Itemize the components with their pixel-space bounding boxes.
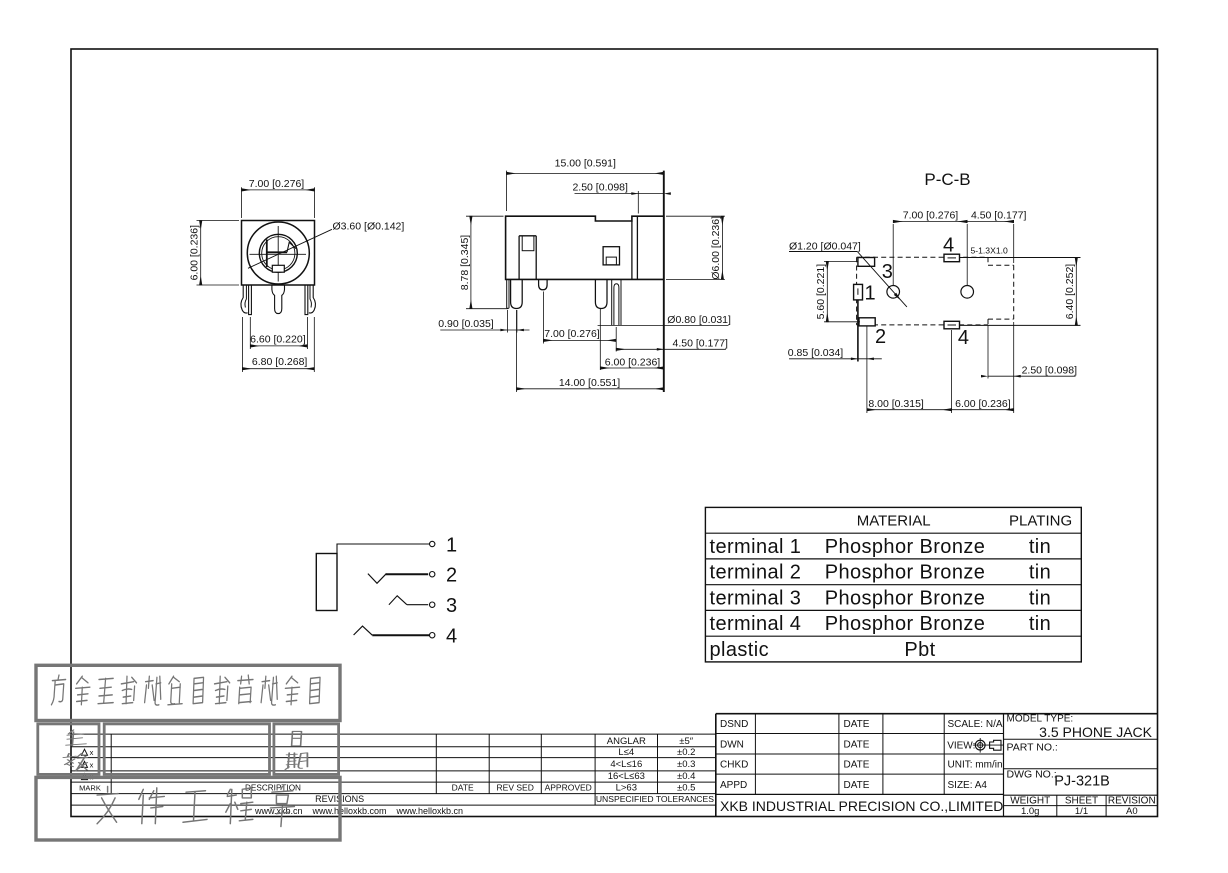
svg-text:8.78 [0.345]: 8.78 [0.345] [459,235,471,291]
svg-text:APPD: APPD [720,780,747,791]
svg-text:5.60 [0.221]: 5.60 [0.221] [815,264,827,320]
svg-text:4.50 [0.177]: 4.50 [0.177] [673,337,729,349]
svg-text:ANGLAR: ANGLAR [607,736,646,747]
svg-text:0.85 [0.034]: 0.85 [0.034] [788,347,844,359]
svg-text:terminal 1: terminal 1 [710,536,802,558]
svg-text:1: 1 [446,534,457,556]
svg-text:2: 2 [446,565,457,587]
svg-text:A0: A0 [1126,806,1138,817]
svg-text:CHKD: CHKD [720,760,748,771]
svg-text:4: 4 [446,625,457,647]
svg-text:1: 1 [864,283,875,305]
svg-text:±0.2: ±0.2 [677,747,695,758]
svg-text:2.50 [0.098]: 2.50 [0.098] [1022,364,1078,376]
svg-text:6.00 [0.236]: 6.00 [0.236] [605,357,661,369]
svg-text:Ø6.00 [0.236]: Ø6.00 [0.236] [710,216,722,280]
svg-text:3: 3 [882,261,893,283]
svg-text:1.0g: 1.0g [1021,806,1040,817]
svg-text:4<L≤16: 4<L≤16 [610,759,642,770]
svg-text:8.00 [0.315]: 8.00 [0.315] [868,398,924,410]
svg-text:terminal 2: terminal 2 [710,562,802,584]
svg-text:±0.4: ±0.4 [677,771,695,782]
svg-text:7.00 [0.276]: 7.00 [0.276] [903,210,959,222]
svg-text:XKB INDUSTRIAL PRECISION CO.,L: XKB INDUSTRIAL PRECISION CO.,LIMITED [720,798,1003,814]
svg-text:16<L≤63: 16<L≤63 [608,771,645,782]
svg-text:4: 4 [943,234,954,256]
svg-text:0.90 [0.035]: 0.90 [0.035] [438,318,494,330]
svg-text:±0.5: ±0.5 [677,783,695,794]
svg-text:4: 4 [958,327,969,349]
svg-text:MODEL TYPE:: MODEL TYPE: [1007,714,1074,725]
svg-text:WEIGHT: WEIGHT [1010,796,1050,807]
svg-text:Pbt: Pbt [904,639,935,661]
svg-text:7.00 [0.276]: 7.00 [0.276] [249,178,305,190]
svg-text:Phosphor Bronze: Phosphor Bronze [825,562,986,584]
svg-text:www.xkb.cn www.helloxkb.com: www.xkb.cn www.helloxkb.com www.helloxkb… [254,806,463,816]
svg-text:plastic: plastic [710,639,770,661]
svg-text:14.00 [0.551]: 14.00 [0.551] [559,377,620,389]
svg-text:DATE: DATE [452,783,474,793]
svg-text:DATE: DATE [844,719,870,730]
svg-text:P-C-B: P-C-B [924,170,970,189]
svg-text:2: 2 [875,326,886,348]
svg-text:VIEW:: VIEW: [947,741,975,752]
svg-text:15.00 [0.591]: 15.00 [0.591] [555,158,616,170]
svg-text:Phosphor Bronze: Phosphor Bronze [825,536,986,558]
svg-text:PJ-321B: PJ-321B [1054,774,1110,790]
svg-text:L≤4: L≤4 [618,747,634,758]
svg-text:6.00 [0.236]: 6.00 [0.236] [955,398,1011,410]
svg-text:APPROVED: APPROVED [545,783,592,793]
svg-text:5-1.3X1.0: 5-1.3X1.0 [971,245,1008,255]
svg-text:REVISION: REVISION [1108,796,1156,807]
svg-text:tin: tin [1029,587,1051,609]
svg-text:MATERIAL: MATERIAL [857,512,931,529]
svg-text:L>63: L>63 [616,783,637,794]
svg-text:PART NO.:: PART NO.: [1007,742,1058,754]
svg-text:DWN: DWN [720,740,744,751]
svg-text:Ø0.80 [0.031]: Ø0.80 [0.031] [667,314,731,326]
svg-text:Ø1.20 [Ø0.047]: Ø1.20 [Ø0.047] [789,241,861,253]
svg-text:6.00 [0.236]: 6.00 [0.236] [189,225,201,281]
svg-text:3: 3 [446,595,457,617]
svg-text:7.00 [0.276]: 7.00 [0.276] [544,328,600,340]
svg-text:UNSPECIFIED TOLERANCES: UNSPECIFIED TOLERANCES [596,794,714,804]
svg-text:4.50 [0.177]: 4.50 [0.177] [971,210,1027,222]
svg-text:6.60 [0.220]: 6.60 [0.220] [250,334,306,346]
svg-text:Ø3.60 [Ø0.142]: Ø3.60 [Ø0.142] [333,220,405,232]
svg-text:6.80 [0.268]: 6.80 [0.268] [252,356,308,368]
svg-text:±0.3: ±0.3 [677,759,695,770]
svg-text:DATE: DATE [844,760,870,771]
svg-text:±5″: ±5″ [679,736,693,747]
svg-text:MARK: MARK [79,784,101,793]
svg-text:tin: tin [1029,536,1051,558]
svg-text:terminal 4: terminal 4 [710,613,802,635]
svg-text:tin: tin [1029,613,1051,635]
svg-text:PLATING: PLATING [1009,512,1072,529]
svg-text:Phosphor Bronze: Phosphor Bronze [825,587,986,609]
svg-text:DSND: DSND [720,719,748,730]
svg-text:x: x [90,748,94,757]
svg-text:DWG NO.:: DWG NO.: [1007,769,1057,781]
svg-text:DATE: DATE [844,780,870,791]
svg-text:2.50 [0.098]: 2.50 [0.098] [572,182,628,194]
svg-text:SIZE: A4: SIZE: A4 [948,780,988,791]
svg-text:DATE: DATE [844,740,870,751]
svg-text:x: x [90,760,94,769]
svg-text:terminal 3: terminal 3 [710,587,802,609]
svg-text:SHEET: SHEET [1065,796,1098,807]
svg-text:1/1: 1/1 [1075,806,1088,817]
svg-text:UNIT: mm/in: UNIT: mm/in [948,760,1003,771]
svg-text:DESCRIPTION: DESCRIPTION [245,784,301,793]
svg-text:6.40 [0.252]: 6.40 [0.252] [1064,264,1076,320]
svg-text:SCALE: N/A: SCALE: N/A [948,719,1003,730]
svg-text:tin: tin [1029,562,1051,584]
svg-text:3.5 PHONE JACK: 3.5 PHONE JACK [1039,724,1152,740]
svg-text:Phosphor Bronze: Phosphor Bronze [825,613,986,635]
svg-text:REV SED: REV SED [497,783,534,793]
